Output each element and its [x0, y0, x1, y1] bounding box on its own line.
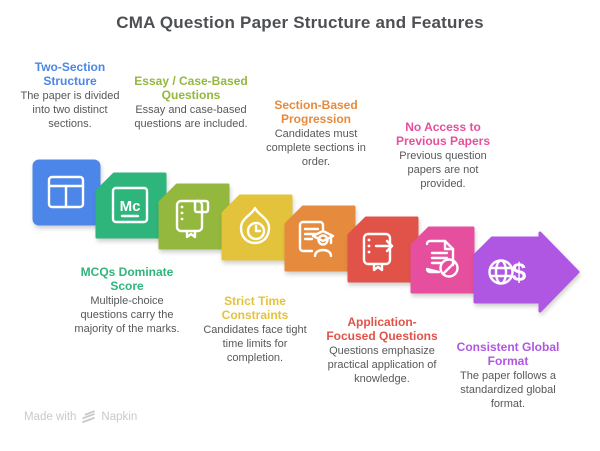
segment-essay [158, 183, 230, 250]
book-arrow-icon [362, 232, 394, 272]
feature-essay: Essay / Case-Based Questions Essay and c… [134, 74, 248, 132]
feature-time: Strict Time Constraints Candidates face … [197, 294, 313, 365]
svg-text:Mc: Mc [120, 198, 141, 215]
segment-global-format [473, 231, 580, 313]
segment-application [347, 216, 419, 283]
feature-description: Candidates face tight time limits for co… [203, 323, 307, 364]
feature-description: The paper follows a standardized global … [460, 369, 556, 410]
layout-icon [47, 175, 85, 209]
feature-title: No Access to Previous Papers [395, 120, 491, 149]
feature-no-access: No Access to Previous Papers Previous qu… [386, 120, 500, 191]
page-title: CMA Question Paper Structure and Feature… [116, 13, 484, 32]
feature-two-section: Two-Section Structure The paper is divid… [14, 60, 126, 131]
feature-application: Application-Focused Questions Questions … [325, 315, 439, 386]
feature-global-format: Consistent Global Format The paper follo… [448, 340, 568, 411]
feature-title: MCQs Dominate Score [80, 265, 174, 294]
segment-no-access [410, 226, 475, 294]
feature-description: Previous question papers are not provide… [399, 149, 487, 190]
feature-description: Multiple-choice questions carry the majo… [74, 294, 180, 335]
brand-label: Napkin [101, 411, 138, 423]
feature-description: Questions emphasize practical applicatio… [327, 344, 437, 385]
document-graduate-icon [298, 220, 335, 258]
globe-dollar-icon: $ [488, 257, 527, 287]
feature-title: Strict Time Constraints [221, 294, 289, 323]
feature-description: The paper is divided into two distinct s… [20, 89, 120, 130]
mcq-icon: Mc [111, 186, 149, 224]
feature-title: Section-Based Progression [274, 98, 358, 127]
made-with-label: Made with [24, 411, 77, 423]
document-prohibited-icon [425, 239, 459, 278]
napkin-logo-icon [82, 410, 96, 423]
napkin-watermark[interactable]: Made with Napkin [24, 410, 137, 424]
feature-mcqs: MCQs Dominate Score Multiple-choice ques… [68, 265, 186, 336]
book-bookmark-icon [175, 199, 210, 239]
flame-clock-icon [239, 206, 271, 245]
feature-title: Two-Section Structure [34, 60, 106, 89]
svg-text:$: $ [512, 257, 527, 287]
feature-description: Essay and case-based questions are inclu… [134, 103, 248, 130]
feature-title: Application-Focused Questions [326, 315, 438, 344]
feature-title: Consistent Global Format [456, 340, 560, 369]
feature-description: Candidates must complete sections in ord… [266, 127, 366, 168]
feature-title: Essay / Case-Based Questions [134, 74, 248, 103]
feature-progression: Section-Based Progression Candidates mus… [258, 98, 374, 169]
